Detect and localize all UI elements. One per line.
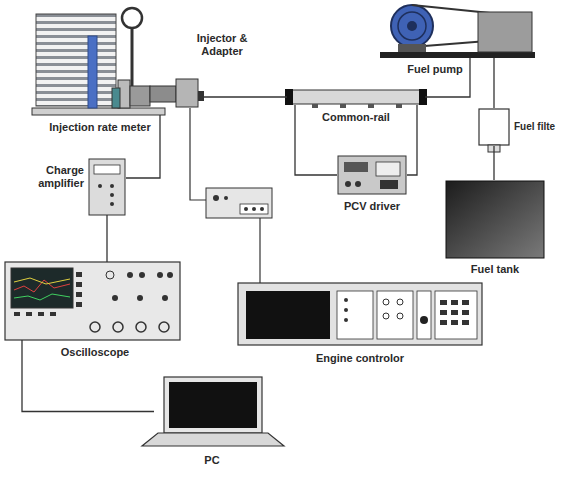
pc-node: PC xyxy=(140,375,285,448)
pcv-driver-node: PCV driver xyxy=(337,155,407,195)
common-rail-node: Common-rail xyxy=(287,89,425,105)
device-label: Injector & Adapter xyxy=(186,32,258,58)
pcv-driver-figure xyxy=(338,156,406,194)
device-label: PC xyxy=(204,454,219,467)
connector-line xyxy=(22,340,154,412)
oscilloscope-node: Oscilloscope xyxy=(5,262,180,340)
connector-line xyxy=(494,146,495,180)
pc-figure xyxy=(142,377,284,446)
fuel-pump-figure xyxy=(380,5,535,58)
injector-driver-figure xyxy=(190,108,272,283)
device-label: Fuel tank xyxy=(471,263,519,276)
charge-amplifier-node: Charge amplifier xyxy=(88,158,126,215)
fuel-tank-figure xyxy=(446,181,544,258)
common-rail-figure xyxy=(285,89,427,108)
engine-controller-figure xyxy=(238,283,482,345)
connector-line xyxy=(295,105,417,175)
device-label: Oscilloscope xyxy=(61,346,129,359)
injector-figure xyxy=(150,79,204,107)
device-label: Injection rate meter xyxy=(49,121,150,134)
oscilloscope-figure xyxy=(5,262,180,340)
charge-amplifier-figure xyxy=(89,159,125,215)
engine-controller-node: Engine controlor xyxy=(238,283,482,345)
device-label: Charge amplifier xyxy=(22,164,84,190)
injection-rate-meter-figure xyxy=(32,8,165,115)
device-label: Fuel pump xyxy=(407,63,463,76)
fuel-tank-node: Fuel tank xyxy=(445,180,545,258)
device-label: Common-rail xyxy=(322,111,390,124)
fuel-filter-figure xyxy=(479,109,509,152)
injector-node: Injector & Adapter xyxy=(148,78,200,108)
connector-line xyxy=(200,97,287,98)
fuel-filter-node: Fuel filte xyxy=(478,108,510,146)
device-label: Fuel filte xyxy=(514,121,555,133)
connector-line xyxy=(107,215,108,262)
device-label: PCV driver xyxy=(344,200,400,213)
device-label: Engine controlor xyxy=(316,352,404,365)
rate-meter-node: Injection rate meter xyxy=(30,8,165,115)
fuel-pump-node: Fuel pump xyxy=(380,3,535,58)
connector-line xyxy=(494,58,495,108)
